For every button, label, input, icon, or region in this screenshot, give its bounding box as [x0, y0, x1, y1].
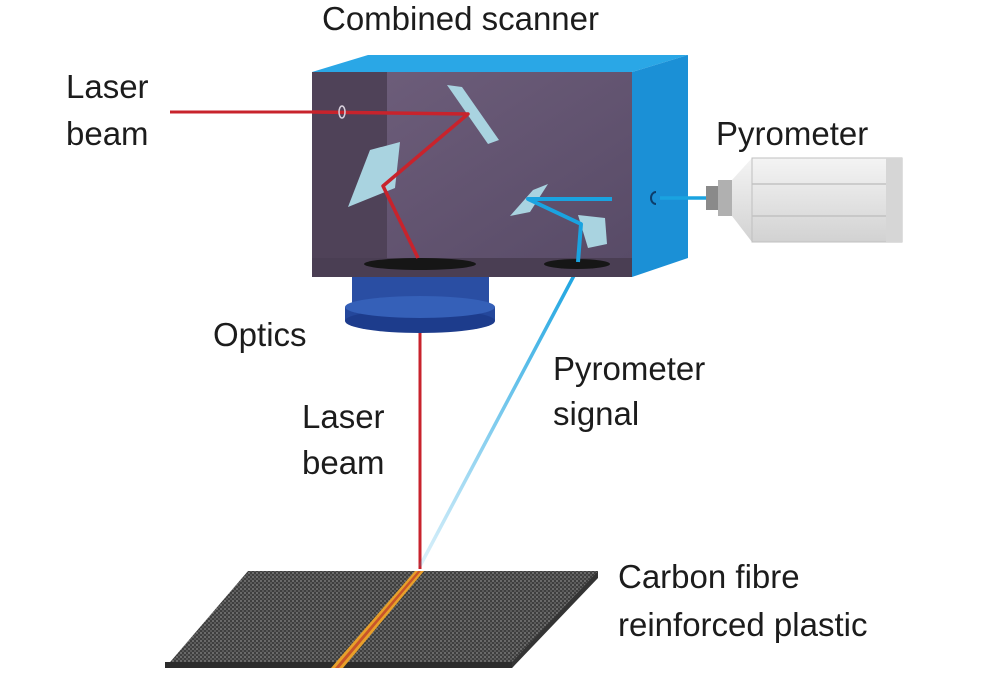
label-laser-beam-bottom-line2: beam [302, 444, 385, 481]
pyrometer-mirror-lower [578, 215, 607, 248]
laser-entry-port [338, 105, 346, 119]
label-pyrometer: Pyrometer [716, 115, 868, 152]
label-pyrometer-signal-line1: Pyrometer [553, 350, 705, 387]
scanner-side [632, 55, 688, 277]
label-laser-beam-top-line1: Laser [66, 68, 149, 105]
pyrometer-device [706, 157, 903, 243]
label-cfrp-line1: Carbon fibre [618, 558, 800, 595]
scanner-laser-aperture [364, 258, 476, 270]
label-laser-beam-bottom-line1: Laser [302, 398, 385, 435]
laser-mirror-upper [447, 85, 499, 144]
scanner-top [312, 55, 688, 72]
label-cfrp-line2: reinforced plastic [618, 606, 867, 643]
label-pyrometer-signal-line2: signal [553, 395, 639, 432]
optics-lens [345, 277, 495, 333]
scanner-pyrometer-aperture [544, 259, 610, 269]
pyrometer-port [650, 191, 657, 205]
combined-scanner [311, 55, 688, 277]
label-combined-scanner: Combined scanner [322, 0, 599, 37]
pyrometer-signal-line [418, 267, 580, 567]
label-optics: Optics [213, 316, 307, 353]
weld-track-core [335, 571, 421, 668]
laser-path-internal [311, 110, 470, 259]
label-laser-beam-top-line2: beam [66, 115, 149, 152]
pyrometer-path-internal [526, 197, 612, 263]
